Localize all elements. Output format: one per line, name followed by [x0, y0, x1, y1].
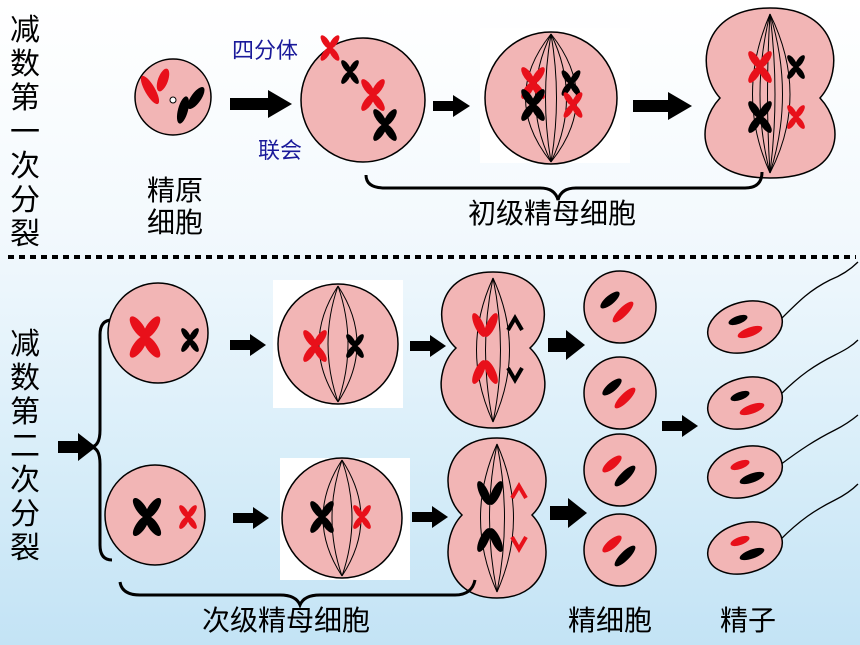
sperm-label: 精子 [720, 604, 777, 637]
spermatid-3 [583, 433, 657, 507]
sperm-1 [706, 261, 859, 354]
spermatid-4 [583, 513, 657, 587]
stage1-title-char: 一 [10, 115, 40, 150]
spermatid-1 [583, 270, 657, 344]
stage1-title-char: 减 [10, 13, 40, 48]
stage2-title-char: 第 [10, 395, 40, 430]
primary-brace [364, 171, 764, 201]
metaphase-2-cell-top [273, 280, 403, 408]
stage2-title-char: 裂 [10, 531, 40, 566]
arrow-1 [230, 90, 292, 118]
stage1-title-char: 分 [10, 183, 40, 218]
stage1-title-char: 第 [10, 81, 40, 116]
spermatogonium-cell [134, 58, 212, 136]
primary-spermatocyte-label: 初级精母细胞 [468, 197, 637, 230]
arrow-s2-2 [410, 335, 446, 357]
anaphase-1-cell [704, 7, 836, 179]
secondary-spermatocyte-label: 次级精母细胞 [202, 604, 371, 637]
stage2-title-char: 分 [10, 497, 40, 532]
stage2-title-char: 次 [10, 463, 40, 498]
spermatogonium-label-line1: 精原 [147, 174, 204, 207]
sperm-2 [706, 339, 859, 430]
secondary-brace [118, 579, 477, 610]
arrow-s2-4 [412, 506, 448, 528]
stage1-title-char: 裂 [10, 217, 40, 252]
secondary-bracket [89, 318, 113, 562]
stage1-title: 减 数 第 一 次 分 裂 [8, 14, 42, 252]
spermatid-label: 精细胞 [568, 604, 653, 637]
tetrad-cell [300, 33, 426, 163]
synapsis-label: 联会 [258, 139, 303, 164]
arrow-s2-6 [550, 498, 587, 528]
arrow-s2-5 [548, 330, 585, 360]
tetrad-label: 四分体 [232, 39, 299, 64]
sperm-4 [706, 483, 859, 575]
stage1-title-char: 次 [10, 149, 40, 184]
anaphase-2-cell-bottom [447, 437, 547, 599]
stage2-title-char: 数 [10, 361, 40, 396]
metaphase-1-cell [480, 28, 630, 165]
spermatid-2 [583, 356, 657, 430]
stage1-title-char: 数 [10, 47, 40, 82]
arrow-s2-3 [233, 507, 269, 529]
arrow-s2-7 [662, 415, 698, 437]
metaphase-2-cell-bottom [280, 457, 410, 580]
stage2-title: 减 数 第 二 次 分 裂 [8, 328, 42, 566]
stage2-arrow-in [58, 433, 96, 461]
arrow-2 [433, 95, 470, 117]
stage2-title-char: 二 [10, 429, 40, 464]
sperm-3 [706, 414, 859, 499]
anaphase-2-cell-top [440, 271, 546, 429]
secondary-cell-bottom [104, 464, 206, 566]
spermatogonium-label-line2: 细胞 [147, 206, 204, 239]
arrow-s2-1 [230, 334, 266, 356]
spermatogonium-label: 精原 细胞 [147, 175, 203, 239]
secondary-cell-top [107, 282, 209, 384]
arrow-3 [633, 92, 692, 120]
stage2-title-char: 减 [10, 327, 40, 362]
